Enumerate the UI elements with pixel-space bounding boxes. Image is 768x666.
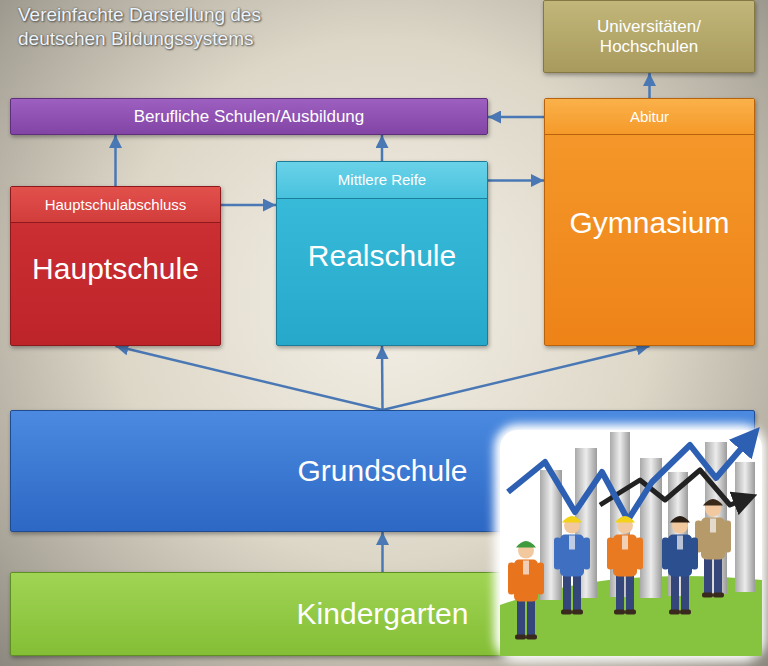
flow-arrow: [221, 204, 276, 207]
flow-arrow: [116, 346, 383, 410]
school-label: Hauptschule: [32, 252, 199, 287]
graduation-band: Hauptschulabschluss: [11, 187, 220, 223]
box-content: Universitäten/ Hochschulen: [544, 1, 754, 72]
trend-arrow: [600, 470, 748, 505]
box-content: Kindergarten: [11, 573, 754, 655]
worker-figure: [508, 541, 544, 640]
school-body: Hauptschule: [11, 222, 220, 345]
flow-arrow: [648, 73, 651, 98]
box-content: Berufliche Schulen/Ausbildung: [11, 99, 487, 134]
school-label: Gymnasium: [569, 206, 729, 241]
school-box: Mittlere ReifeRealschule: [276, 161, 488, 346]
bar-chart: [540, 432, 755, 600]
box-content: Grundschule: [11, 411, 754, 531]
school-box: Universitäten/ Hochschulen: [543, 0, 755, 73]
school-box: AbiturGymnasium: [544, 98, 755, 346]
illustration-panel: [500, 430, 762, 656]
school-box: HauptschulabschlussHauptschule: [10, 186, 221, 346]
trend-arrow: [508, 436, 752, 520]
flow-arrow: [381, 532, 384, 572]
school-box: Kindergarten: [10, 572, 755, 656]
grass-ground: [500, 576, 762, 656]
school-label: Berufliche Schulen/Ausbildung: [134, 107, 365, 127]
worker-figure: [695, 499, 731, 598]
worker-figure: [607, 516, 643, 615]
graduation-label: Hauptschulabschluss: [45, 196, 187, 213]
flow-arrow: [381, 346, 384, 410]
chart-bar: [610, 432, 630, 597]
worker-figure: [662, 516, 698, 615]
school-label: Universitäten/ Hochschulen: [574, 17, 724, 56]
flow-arrow: [381, 135, 384, 161]
school-box: Grundschule: [10, 410, 755, 532]
school-label: Grundschule: [297, 454, 467, 489]
graduation-label: Mittlere Reife: [338, 171, 426, 188]
graduation-band: Abitur: [545, 99, 754, 135]
graduation-band: Mittlere Reife: [277, 162, 487, 199]
flow-arrow: [383, 346, 650, 410]
worker-figure: [554, 516, 590, 615]
school-body: Realschule: [277, 198, 487, 345]
chart-bar: [640, 458, 662, 598]
school-label: Realschule: [308, 239, 456, 274]
chart-bar: [540, 470, 562, 600]
illustration-panel: [494, 424, 766, 662]
chart-bar: [668, 472, 688, 596]
diagram-title: Vereinfachte Darstellung des deutschen B…: [18, 3, 348, 51]
graduation-label: Abitur: [630, 108, 669, 125]
school-box: Berufliche Schulen/Ausbildung: [10, 98, 488, 135]
chart-bar: [735, 462, 755, 592]
school-body: Gymnasium: [545, 134, 754, 345]
title-block: Vereinfachte Darstellung des deutschen B…: [18, 3, 348, 51]
flow-arrow: [114, 135, 117, 186]
flow-arrow: [488, 179, 544, 182]
school-label: Kindergarten: [297, 597, 469, 632]
chart-bar: [705, 442, 727, 594]
flow-arrow: [488, 116, 544, 119]
chart-bar: [575, 448, 597, 598]
